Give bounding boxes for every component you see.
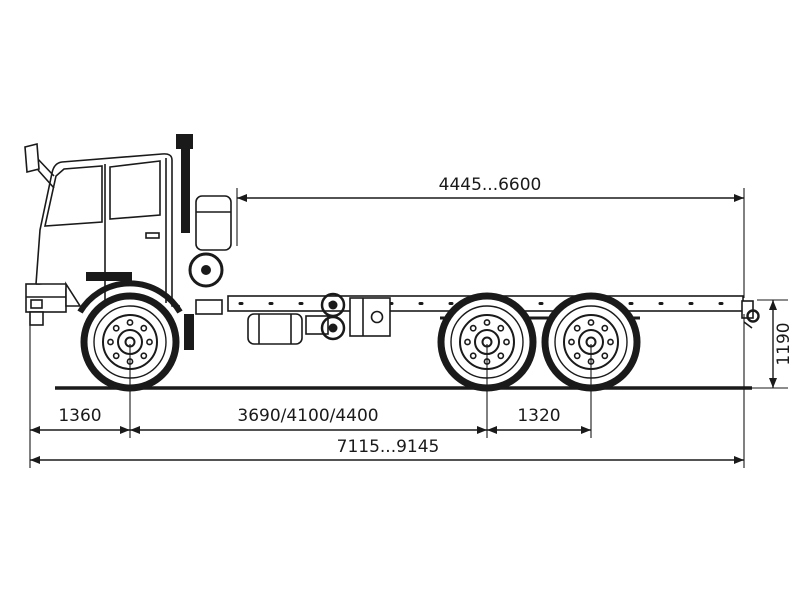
cab-outline [35, 153, 180, 307]
front-wheel [80, 292, 180, 392]
front-tow-lip [29, 311, 44, 326]
cab-side-stripe [86, 272, 132, 281]
door-window [109, 160, 161, 220]
dim-overall-length-label: 7115...9145 [337, 437, 440, 457]
truck-side-view [24, 134, 760, 392]
dim-rear-axle-spacing-label: 1320 [517, 406, 560, 426]
rear-hitch [741, 300, 760, 329]
dim-frame-height: 1190 [769, 300, 794, 388]
front-mudflap [184, 314, 194, 350]
cab [24, 142, 183, 326]
cab-step-box [195, 299, 223, 315]
round-tank [188, 252, 224, 288]
rear-wheel-1 [437, 292, 537, 392]
air-tank-lower [320, 315, 346, 341]
door-handle [145, 232, 160, 239]
exhaust-stack [176, 134, 193, 233]
behind-cab-equipment [184, 195, 232, 350]
side-mirror [24, 142, 55, 189]
dim-rear-axle-spacing: 1320 [487, 406, 591, 434]
dim-overall-length: 7115...9145 [30, 437, 744, 464]
fuel-tank [247, 313, 303, 345]
windshield [43, 165, 103, 227]
dim-front-overhang: 1360 [30, 406, 130, 434]
extension-lines [29, 188, 788, 468]
dim-top-span-label: 4445...6600 [439, 175, 542, 195]
dim-frame-height-label: 1190 [774, 322, 794, 365]
gearbox-unit [349, 297, 391, 337]
dim-front-overhang-label: 1360 [58, 406, 101, 426]
dimension-lines: 4445...6600 1190 1360 3690/4100/4400 132… [29, 175, 794, 468]
front-fender-arch [77, 280, 183, 314]
underframe-equipment [247, 292, 391, 345]
dim-wheelbase: 3690/4100/4400 [130, 406, 487, 434]
dim-top-span: 4445...6600 [237, 175, 744, 202]
dim-wheelbase-label: 3690/4100/4400 [237, 406, 378, 426]
